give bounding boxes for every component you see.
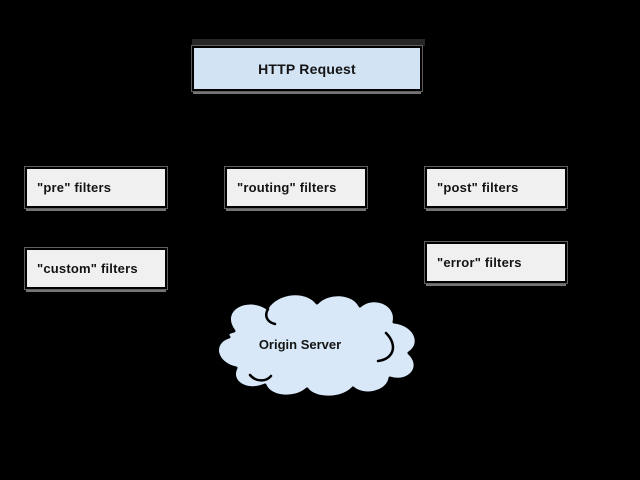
post-filters-label: "post" filters [437, 180, 519, 195]
request-box-top-bar [192, 39, 425, 46]
custom-filters-box: "custom" filters [24, 247, 168, 290]
pre-filters-label: "pre" filters [37, 180, 112, 195]
http-request-label: HTTP Request [258, 60, 356, 77]
routing-filters-label: "routing" filters [237, 180, 337, 195]
error-filters-label: "error" filters [437, 255, 522, 270]
cloud-inner-arc-top-left [265, 307, 277, 326]
custom-filters-label: "custom" filters [37, 261, 138, 276]
pre-filters-box: "pre" filters [24, 166, 168, 209]
cloud-inner-arc-bottom-left [248, 373, 273, 382]
cloud-inner-arc-right [376, 331, 395, 363]
http-request-box: HTTP Request [191, 45, 423, 92]
routing-filters-box: "routing" filters [224, 166, 368, 209]
origin-server-label: Origin Server [258, 336, 342, 352]
origin-server-cloud [216, 292, 418, 399]
error-filters-box: "error" filters [424, 241, 568, 284]
post-filters-box: "post" filters [424, 166, 568, 209]
